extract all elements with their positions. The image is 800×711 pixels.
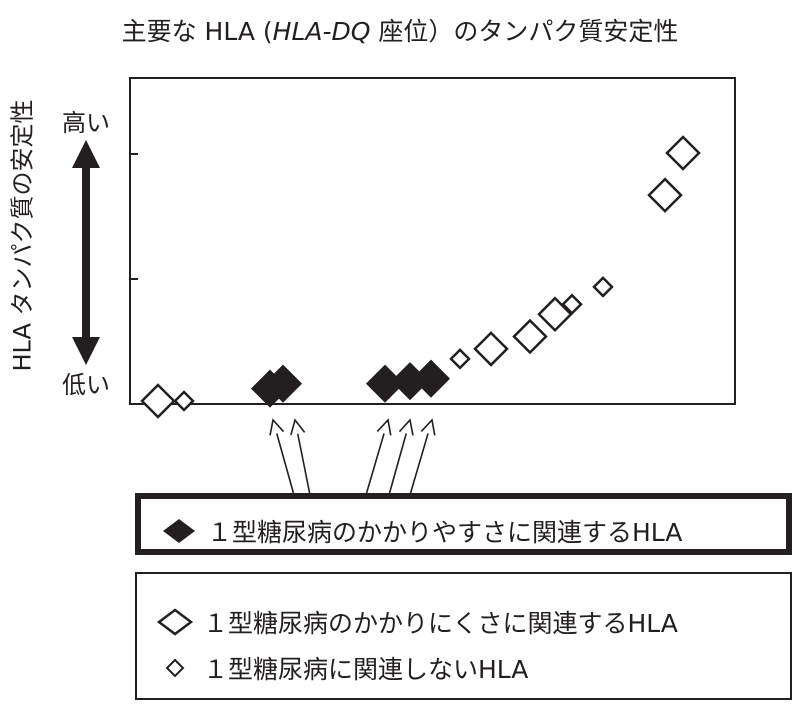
stability-arrow-down-head	[72, 337, 100, 365]
pointer-arrow-1	[269, 418, 295, 496]
legend-label-protective: １型糖尿病のかかりにくさに関連するHLA	[203, 609, 678, 638]
data-point-s2-1	[140, 383, 176, 419]
pointer-arrow-4	[388, 418, 414, 496]
data-point-s1-5	[411, 359, 451, 398]
pointer-arrow-3	[365, 418, 392, 496]
legend-label-susceptible: １型糖尿病のかかりやすさに関連するHLA	[207, 518, 683, 547]
legend-label-neutral: １型糖尿病に関連しないHLA	[203, 655, 529, 684]
data-point-s3-3	[561, 293, 583, 316]
pointer-arrow-2	[290, 418, 311, 496]
legend-item-protective: １型糖尿病のかかりにくさに関連するHLA	[153, 604, 678, 640]
data-point-s3-4	[592, 276, 614, 298]
y-low-label: 低い	[62, 371, 110, 399]
data-point-s2-4	[537, 296, 573, 332]
data-point-s2-3	[512, 318, 548, 355]
legend-susceptible-box: １型糖尿病のかかりやすさに関連するHLA	[135, 493, 792, 555]
legend-item-susceptible: １型糖尿病のかかりやすさに関連するHLA	[157, 513, 682, 549]
data-point-s2-2	[473, 331, 509, 367]
data-point-s3-2	[449, 348, 471, 370]
stability-arrow-up-head	[72, 140, 100, 168]
data-point-s1-2	[263, 364, 303, 403]
filled-diamond-icon	[157, 516, 201, 546]
legend-item-neutral: １型糖尿病に関連しないHLA	[153, 650, 528, 686]
pointer-arrow-5	[409, 418, 436, 496]
data-point-s2-6	[665, 135, 701, 171]
small-open-diamond-icon	[153, 653, 197, 683]
data-point-s2-5	[647, 177, 683, 213]
open-diamond-icon	[153, 607, 197, 637]
chart-title: 主要な HLA (HLA-DQ 座位）のタンパク質安定性	[121, 17, 679, 46]
y-high-label: 高い	[62, 109, 110, 137]
plot-frame	[129, 77, 736, 405]
data-point-s3-1	[173, 390, 195, 412]
legend-other-box: １型糖尿病のかかりにくさに関連するHLA １型糖尿病に関連しないHLA	[135, 572, 792, 700]
